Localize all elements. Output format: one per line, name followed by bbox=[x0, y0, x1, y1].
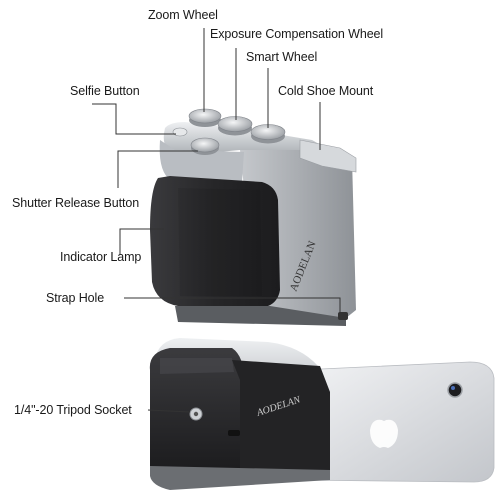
zoom-wheel bbox=[188, 108, 222, 124]
shutter-release-button bbox=[190, 137, 220, 153]
leader-indicator bbox=[119, 228, 164, 255]
label-tripod-socket: 1/4"-20 Tripod Socket bbox=[14, 403, 132, 417]
lower-body-front bbox=[232, 360, 330, 474]
phone-logo-icon bbox=[370, 419, 398, 448]
cold-shoe-mount bbox=[299, 139, 357, 173]
label-indicator-lamp: Indicator Lamp bbox=[60, 250, 142, 264]
lower-base-rim bbox=[150, 466, 330, 490]
upper-device: AODELAN bbox=[150, 108, 357, 326]
exposure-wheel bbox=[217, 116, 253, 132]
leader-selfie bbox=[92, 103, 176, 135]
lens-glint bbox=[451, 386, 455, 390]
label-cold-shoe-mount: Cold Shoe Mount bbox=[278, 84, 374, 98]
label-exposure-wheel: Exposure Compensation Wheel bbox=[210, 27, 384, 41]
leader-shutter-a bbox=[117, 150, 198, 188]
label-strap-hole: Strap Hole bbox=[46, 291, 105, 305]
tripod-socket-hole bbox=[193, 411, 199, 417]
leather-grip bbox=[150, 176, 280, 306]
leader-lines bbox=[92, 28, 341, 413]
lower-device: AODELAN bbox=[149, 338, 495, 490]
phone-camera-lens bbox=[447, 382, 463, 398]
lower-grip-highlight bbox=[160, 358, 234, 374]
label-smart-wheel: Smart Wheel bbox=[246, 50, 318, 64]
leader-tripod bbox=[147, 409, 191, 413]
selfie-button bbox=[172, 127, 188, 137]
leader-strap bbox=[124, 297, 341, 312]
grip-texture bbox=[178, 188, 262, 296]
base-edge bbox=[175, 306, 346, 326]
label-shutter-release-button: Shutter Release Button bbox=[12, 196, 140, 210]
smartphone bbox=[299, 361, 495, 483]
label-zoom-wheel: Zoom Wheel bbox=[148, 8, 218, 22]
label-selfie-button: Selfie Button bbox=[70, 84, 140, 98]
strap-hole bbox=[338, 312, 348, 320]
side-slot bbox=[228, 430, 240, 436]
